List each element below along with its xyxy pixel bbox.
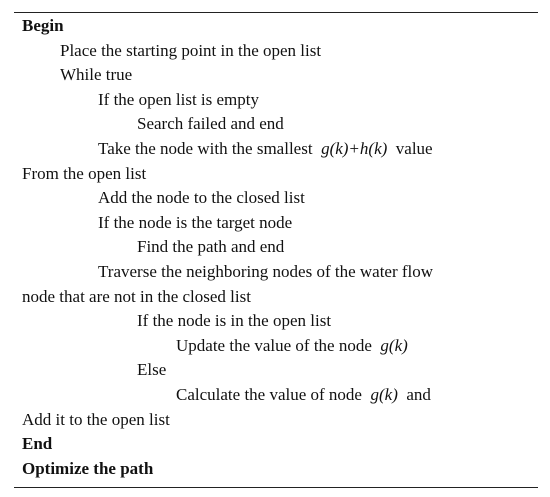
bottom-rule (14, 487, 538, 488)
math-expression: g(k) (370, 385, 398, 404)
line-text: Place the starting point in the open lis… (60, 40, 322, 60)
algorithm-line: Search failed and end (137, 112, 284, 137)
line-text: If the node is the target node (98, 212, 293, 232)
line-suffix: value (395, 139, 433, 158)
line-text: node that are not in the closed list (22, 286, 251, 306)
algorithm-line: Add it to the open list (22, 408, 170, 433)
algorithm-line: End (22, 432, 52, 457)
line-text: Traverse the neighboring nodes of the wa… (98, 262, 434, 281)
algorithm-line: If the node is in the open list (137, 309, 331, 334)
math-expression: g(k) (380, 335, 408, 355)
algorithm-line: Traverse the neighboring nodes of the wa… (98, 260, 433, 285)
line-text: Take the node with the smallest (98, 139, 313, 158)
top-rule (14, 12, 538, 13)
line-text: End (22, 434, 53, 454)
line-suffix: and (406, 385, 431, 404)
algorithm-line: Update the value of the node g(k) (176, 334, 408, 359)
line-text: Add the node to the closed list (98, 188, 305, 208)
algorithm-line: Else (137, 358, 166, 383)
line-text: Calculate the value of node (176, 385, 362, 404)
line-text: From the open list (22, 163, 147, 183)
algorithm-line: node that are not in the closed list (22, 285, 251, 310)
line-text: Update the value of the node (176, 335, 372, 355)
line-text: While true (60, 65, 133, 85)
algorithm-line: Find the path and end (137, 235, 284, 260)
line-text: Search failed and end (137, 114, 284, 134)
line-text: If the node is in the open list (137, 311, 332, 331)
algorithm-line: If the node is the target node (98, 211, 292, 236)
algorithm-line: Begin (22, 14, 64, 39)
algorithm-line: If the open list is empty (98, 88, 259, 113)
math-expression: g(k)+h(k) (321, 139, 388, 158)
algorithm-line: Optimize the path (22, 457, 153, 482)
algorithm-line: From the open list (22, 162, 146, 187)
algorithm-line: Take the node with the smallest g(k)+h(k… (98, 137, 433, 162)
algorithm-line: Add the node to the closed list (98, 186, 305, 211)
algorithm-line: Place the starting point in the open lis… (60, 39, 321, 64)
line-text: Find the path and end (137, 237, 285, 257)
algorithm-line: Calculate the value of node g(k) and (176, 383, 431, 408)
line-text: Else (137, 360, 167, 380)
line-text: If the open list is empty (98, 89, 260, 109)
algorithm-line: While true (60, 63, 132, 88)
line-text: Begin (22, 16, 64, 35)
line-text: Add it to the open list (22, 409, 170, 429)
line-text: Optimize the path (22, 458, 154, 478)
